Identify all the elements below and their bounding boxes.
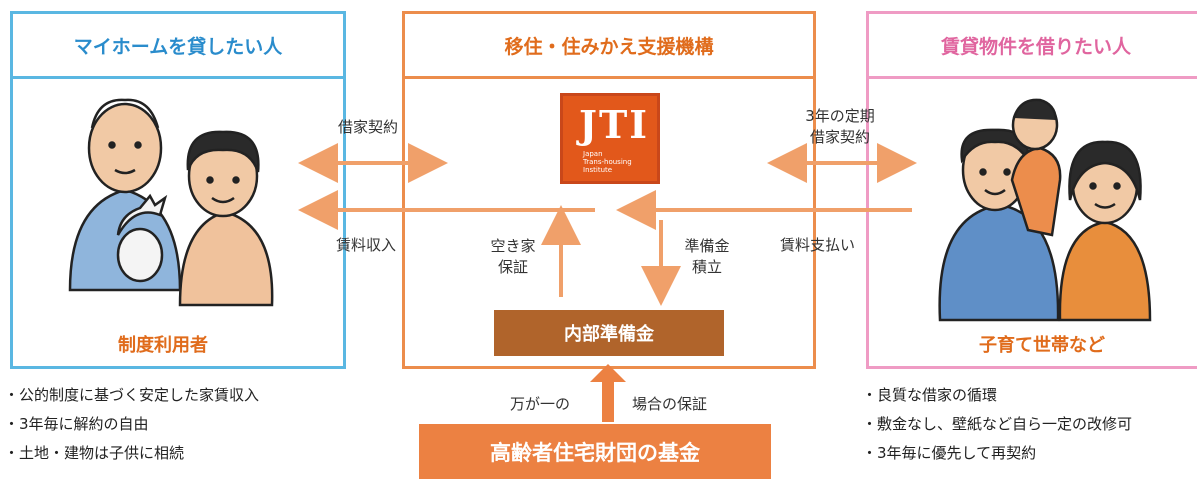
agency-title: 移住・住みかえ支援機構 [405,14,813,79]
lease-right-label-line: 3年の定期 [805,107,875,125]
elderly-woman-illustration [178,130,274,307]
mother-illustration [1058,140,1152,322]
father-child-illustration [938,98,1062,322]
tenant-benefit-item: 3年毎に優先して再契約 [862,439,1132,468]
tenant-caption: 子育て世帯など [979,335,1105,356]
jti-logo: JTI Japan Trans-housing Institute [560,93,660,184]
internal-reserve-box: 内部準備金 [494,310,724,356]
lease-left-label: 借家契約 [338,118,399,136]
jti-logo-subtitle: Japan Trans-housing Institute [583,150,632,174]
owner-benefit-item: 土地・建物は子供に相続 [4,439,259,468]
jti-logo-mark: JTI [579,102,650,147]
elderly-man-illustration [68,98,182,292]
rent-payment-label: 賃料支払い [780,236,856,254]
vacancy-guarantee-label-line: 空き家 [490,237,536,255]
reserve-accumulation-label-line: 積立 [691,258,722,276]
foundation-fund-box: 高齢者住宅財団の基金 [419,424,771,479]
tenant-benefit-item: 敷金なし、壁紙など自ら一定の改修可 [862,410,1132,439]
owner-benefits-list: 公的制度に基づく安定した家賃収入 3年毎に解約の自由 土地・建物は子供に相続 [4,381,259,468]
tenant-benefit-item: 良質な借家の循環 [862,381,1132,410]
lease-right-label-line: 借家契約 [809,128,870,146]
jti-logo-subtitle-line: Trans-housing [583,158,632,166]
tenant-title: 賃貸物件を借りたい人 [869,14,1197,79]
owner-panel: マイホームを貸したい人 [10,11,346,369]
owner-caption: 制度利用者 [118,335,208,356]
reserve-accumulation-label: 準備金 積立 [672,236,742,278]
owner-benefit-item: 3年毎に解約の自由 [4,410,259,439]
jti-logo-subtitle-line: Institute [583,166,613,174]
fund-guarantee-arrow [590,364,626,422]
owner-title: マイホームを貸したい人 [13,14,343,79]
tenant-benefits-list: 良質な借家の循環 敷金なし、壁紙など自ら一定の改修可 3年毎に優先して再契約 [862,381,1132,468]
lease-right-label: 3年の定期 借家契約 [780,106,900,148]
jti-logo-subtitle-line: Japan [583,150,603,158]
vacancy-guarantee-label-line: 保証 [497,258,528,276]
guarantee-label-left: 万が一の [510,395,571,413]
reserve-accumulation-label-line: 準備金 [684,237,730,255]
owner-benefit-item: 公的制度に基づく安定した家賃収入 [4,381,259,410]
rent-income-label: 賃料収入 [336,236,397,254]
guarantee-label-right: 場合の保証 [632,395,708,413]
vacancy-guarantee-label: 空き家 保証 [478,236,548,278]
